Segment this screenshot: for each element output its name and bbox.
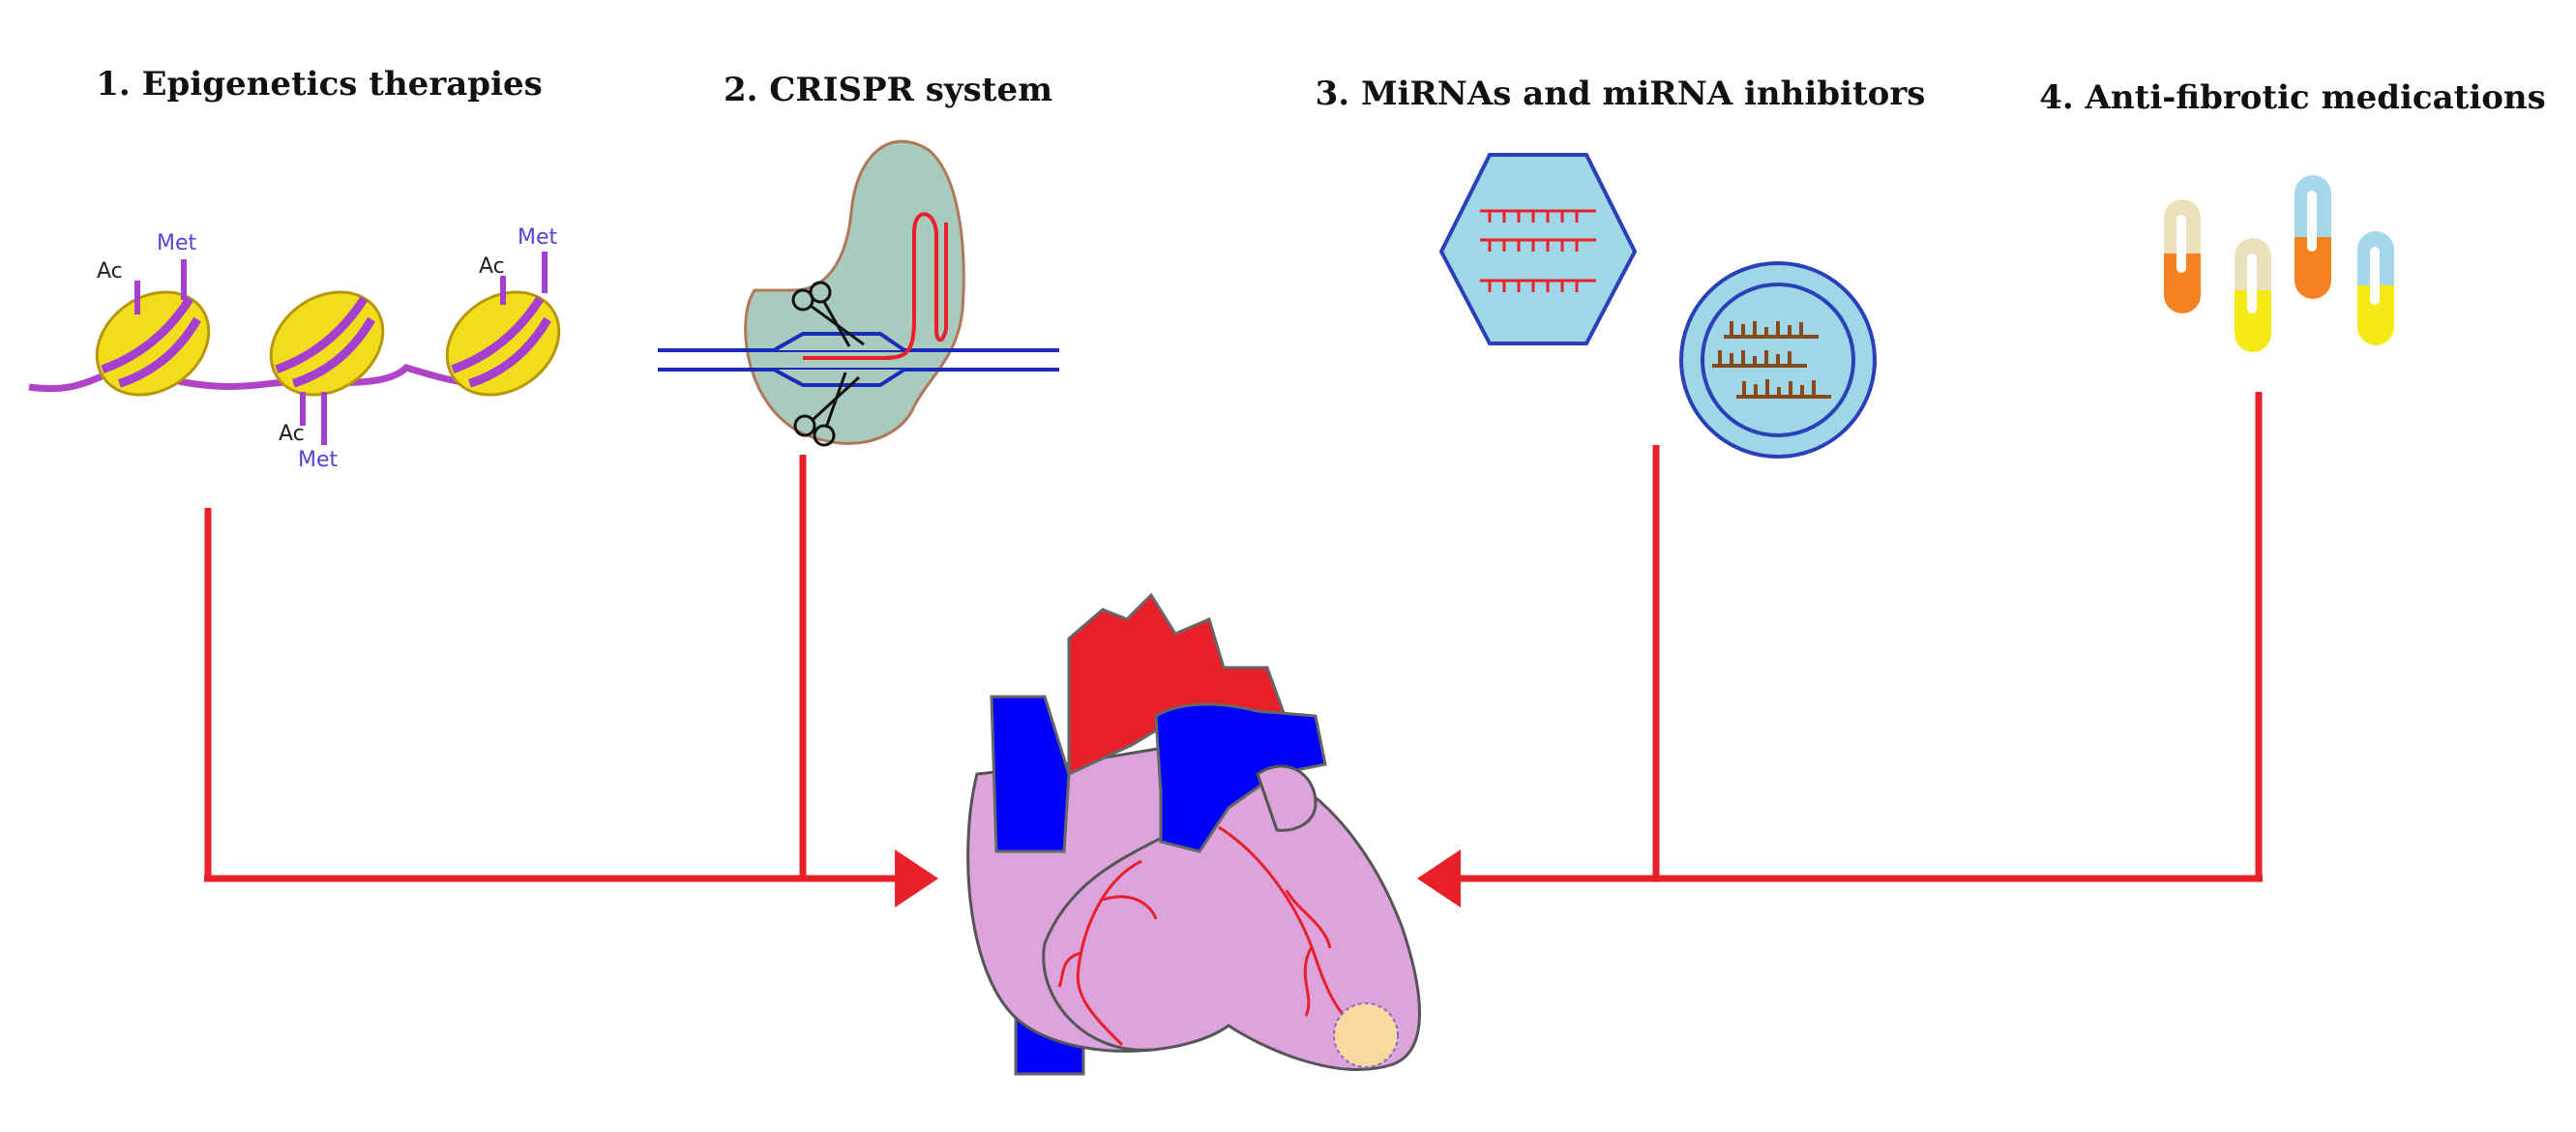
circular-vesicle-icon <box>1679 261 1877 459</box>
label-ac: Ac <box>279 422 305 446</box>
scissors-icon <box>793 372 861 447</box>
crispr-cas9 <box>658 139 1059 447</box>
right-connector <box>1456 392 2263 882</box>
capsule-icon <box>2357 231 2394 345</box>
cas9-protein <box>744 139 965 445</box>
capsule-icon <box>2295 175 2331 299</box>
arrow-left-icon <box>1417 849 1461 908</box>
nucleosome-icon <box>95 290 211 397</box>
title-mirna: 3. MiRNAs and miRNA inhibitors <box>1316 74 1926 113</box>
label-met: Met <box>518 225 558 250</box>
label-ac: Ac <box>97 259 123 283</box>
title-crispr: 2. CRISPR system <box>724 71 1052 109</box>
label-ac: Ac <box>479 254 505 279</box>
infarct-zone <box>1333 1002 1399 1068</box>
heart-icon <box>966 592 1421 1076</box>
title-antifibrotic: 4. Anti-fibrotic medications <box>2039 78 2546 117</box>
title-epigenetics: 1. Epigenetics therapies <box>96 65 542 104</box>
capsule-icon <box>2164 199 2201 313</box>
label-met: Met <box>298 448 339 472</box>
label-met: Met <box>157 231 197 255</box>
scissors-icon <box>791 281 865 347</box>
chromatin-fiber: Ac Met Ac Met Ac Met <box>28 225 561 472</box>
arrow-right-icon <box>895 849 938 908</box>
left-connector <box>204 455 900 882</box>
hexagon-nanoparticle-icon <box>1438 153 1638 345</box>
nucleosome-icon <box>269 290 385 397</box>
capsule-icon <box>2235 238 2271 352</box>
nucleosome-icon <box>445 290 561 397</box>
